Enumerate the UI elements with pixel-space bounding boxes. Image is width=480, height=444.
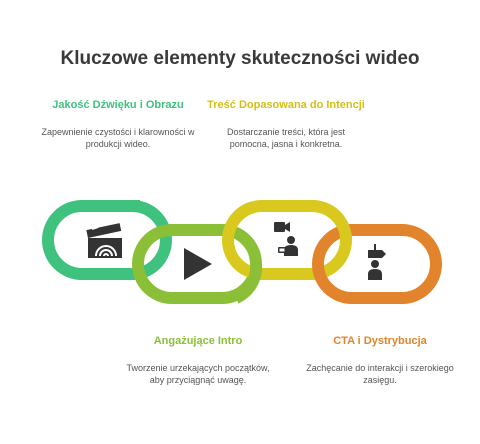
chain-link-green (42, 200, 172, 280)
diagram-title: Kluczowe elementy skuteczności wideo (60, 48, 420, 69)
chain-overlap-yellow (311, 200, 352, 241)
chain-link-orange (312, 224, 442, 304)
video-presenter-icon (274, 222, 298, 256)
signpost-user-icon (368, 244, 386, 280)
element-description: Dostarczanie treści, która jest pomocna,… (226, 127, 346, 149)
element-description: Zachęcanie do interakcji i szerokiego za… (306, 363, 454, 385)
element-heading: CTA i Dystrybucja (333, 335, 427, 347)
element-engaging-intro: Angażujące Intro Tworzenie urzekających … (118, 334, 278, 386)
element-description: Tworzenie urzekających początków, aby pr… (126, 363, 270, 385)
element-heading: Jakość Dźwięku i Obrazu (52, 99, 184, 111)
element-intent-content: Treść Dopasowana do Intencji Dostarczani… (206, 98, 366, 150)
element-heading: Treść Dopasowana do Intencji (207, 99, 365, 111)
clapperboard-sound-icon (86, 220, 122, 258)
play-icon (184, 248, 212, 280)
element-description: Zapewnienie czystości i klarowności w pr… (41, 127, 195, 149)
chain-overlap-lime (233, 263, 263, 304)
element-heading: Angażujące Intro (153, 335, 243, 347)
element-cta-distribution: CTA i Dystrybucja Zachęcanie do interakc… (300, 334, 460, 386)
element-audio-video-quality: Jakość Dźwięku i Obrazu Zapewnienie czys… (38, 98, 198, 150)
